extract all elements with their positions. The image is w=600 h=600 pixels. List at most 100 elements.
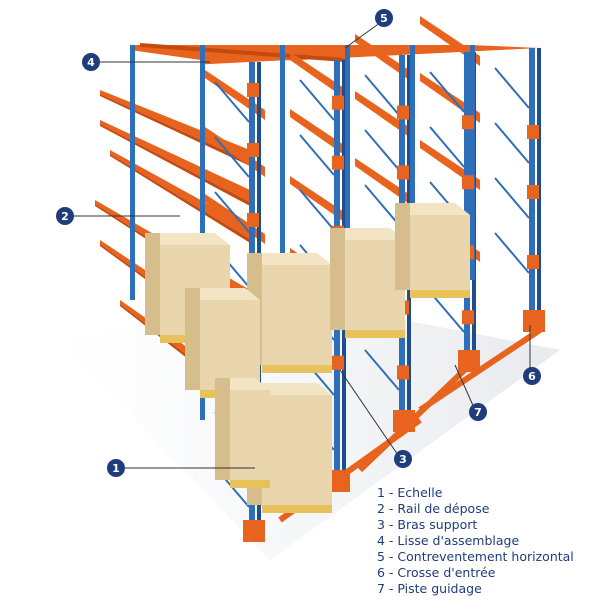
- carton-side: [395, 203, 410, 290]
- bracing: [494, 232, 530, 274]
- support-arm: [462, 310, 474, 325]
- callout-3: 3: [394, 450, 412, 468]
- pallet: [262, 505, 332, 513]
- carton-top: [145, 233, 230, 245]
- upright-post: [464, 52, 470, 360]
- pallet: [345, 330, 405, 338]
- upright-post: [529, 48, 535, 320]
- callout-5-number: 5: [380, 12, 388, 25]
- bracing: [299, 189, 335, 231]
- rail-beam-edge: [110, 154, 255, 246]
- callout-2: 2: [56, 207, 74, 225]
- upright-post: [537, 48, 541, 320]
- callout-6: 6: [523, 367, 541, 385]
- support-arm: [397, 365, 409, 380]
- support-arm: [247, 213, 259, 227]
- callout-3-circle: [394, 450, 412, 468]
- rail-beam: [100, 120, 250, 202]
- upright-post-rear: [470, 45, 475, 280]
- bracing: [494, 67, 530, 109]
- support-arm: [247, 83, 259, 97]
- bracing: [494, 177, 530, 219]
- rail-beam: [100, 90, 250, 162]
- carton-side: [215, 378, 230, 480]
- bracing: [214, 81, 250, 123]
- carton-side: [185, 288, 200, 390]
- rail-beam: [355, 34, 415, 84]
- leader-7: [454, 364, 476, 411]
- callout-7: 7: [469, 403, 487, 421]
- support-arm: [527, 185, 539, 199]
- carton: [262, 265, 332, 365]
- guide-rail: [357, 357, 478, 473]
- carton: [230, 390, 270, 480]
- guide-rail: [418, 327, 542, 413]
- callout-1: 1: [107, 459, 125, 477]
- leader-3: [339, 369, 401, 459]
- bracing: [214, 191, 250, 233]
- upright-post-rear: [280, 45, 285, 330]
- carton-side: [330, 228, 345, 330]
- callout-2-circle: [56, 207, 74, 225]
- legend-item-crosse-entree: 6 - Crosse d'entrée: [377, 565, 496, 580]
- carton: [262, 395, 332, 505]
- rail-beam: [290, 176, 350, 226]
- legend-item-lisse-assemblage: 4 - Lisse d'assemblage: [377, 533, 520, 548]
- support-arm: [332, 95, 344, 110]
- carton-top: [247, 253, 332, 265]
- carton-top: [330, 228, 405, 240]
- upright-post-rear: [200, 45, 205, 420]
- carton: [200, 300, 260, 390]
- callout-5: 5: [375, 9, 393, 27]
- callout-7-number: 7: [474, 406, 482, 419]
- top-beam: [139, 43, 346, 62]
- carton-top: [395, 203, 470, 215]
- upright-post-rear: [130, 45, 135, 300]
- pallet: [410, 290, 470, 298]
- rail-beam: [290, 109, 350, 159]
- bracing: [494, 122, 530, 164]
- callout-4: 4: [82, 53, 100, 71]
- top-beam: [199, 45, 481, 65]
- bracing: [364, 129, 400, 171]
- callout-3-number: 3: [399, 453, 407, 466]
- bracing: [429, 291, 465, 333]
- bracing: [429, 71, 465, 113]
- support-arm: [332, 355, 344, 370]
- upright-foot: [458, 350, 480, 372]
- pallet: [230, 480, 270, 488]
- rail-beam-edge: [100, 124, 250, 206]
- upright-post-rear: [345, 45, 350, 300]
- support-arm: [397, 165, 409, 180]
- bracing: [364, 349, 400, 391]
- callout-2-number: 2: [61, 210, 69, 223]
- callout-leaders: [73, 19, 531, 469]
- carton: [410, 215, 470, 290]
- support-arm: [527, 125, 539, 139]
- legend-item-piste-guidage: 7 - Piste guidage: [377, 581, 482, 596]
- carton-top: [185, 288, 260, 300]
- callout-1-circle: [107, 459, 125, 477]
- support-arm: [247, 143, 259, 157]
- callout-6-number: 6: [528, 370, 536, 383]
- bracing: [214, 136, 250, 178]
- callout-5-circle: [375, 9, 393, 27]
- bracing: [299, 79, 335, 121]
- callout-1-number: 1: [112, 462, 120, 475]
- legend-item-contreventement: 5 - Contreventement horizontal: [377, 549, 574, 564]
- legend: 1 - Echelle 2 - Rail de dépose 3 - Bras …: [377, 485, 592, 597]
- callout-6-circle: [523, 367, 541, 385]
- upright-foot: [523, 310, 545, 332]
- support-arm: [462, 115, 474, 130]
- pallet-loads: [145, 203, 470, 513]
- bracing: [429, 126, 465, 168]
- legend-item-echelle: 1 - Echelle: [377, 485, 443, 500]
- bracing: [364, 74, 400, 116]
- carton-side: [145, 233, 160, 335]
- legend-item-rail-de-depose: 2 - Rail de dépose: [377, 501, 490, 516]
- support-arm: [462, 175, 474, 190]
- legend-item-bras-support: 3 - Bras support: [377, 517, 478, 532]
- pallet: [262, 365, 332, 373]
- upright-post-rear: [410, 45, 415, 290]
